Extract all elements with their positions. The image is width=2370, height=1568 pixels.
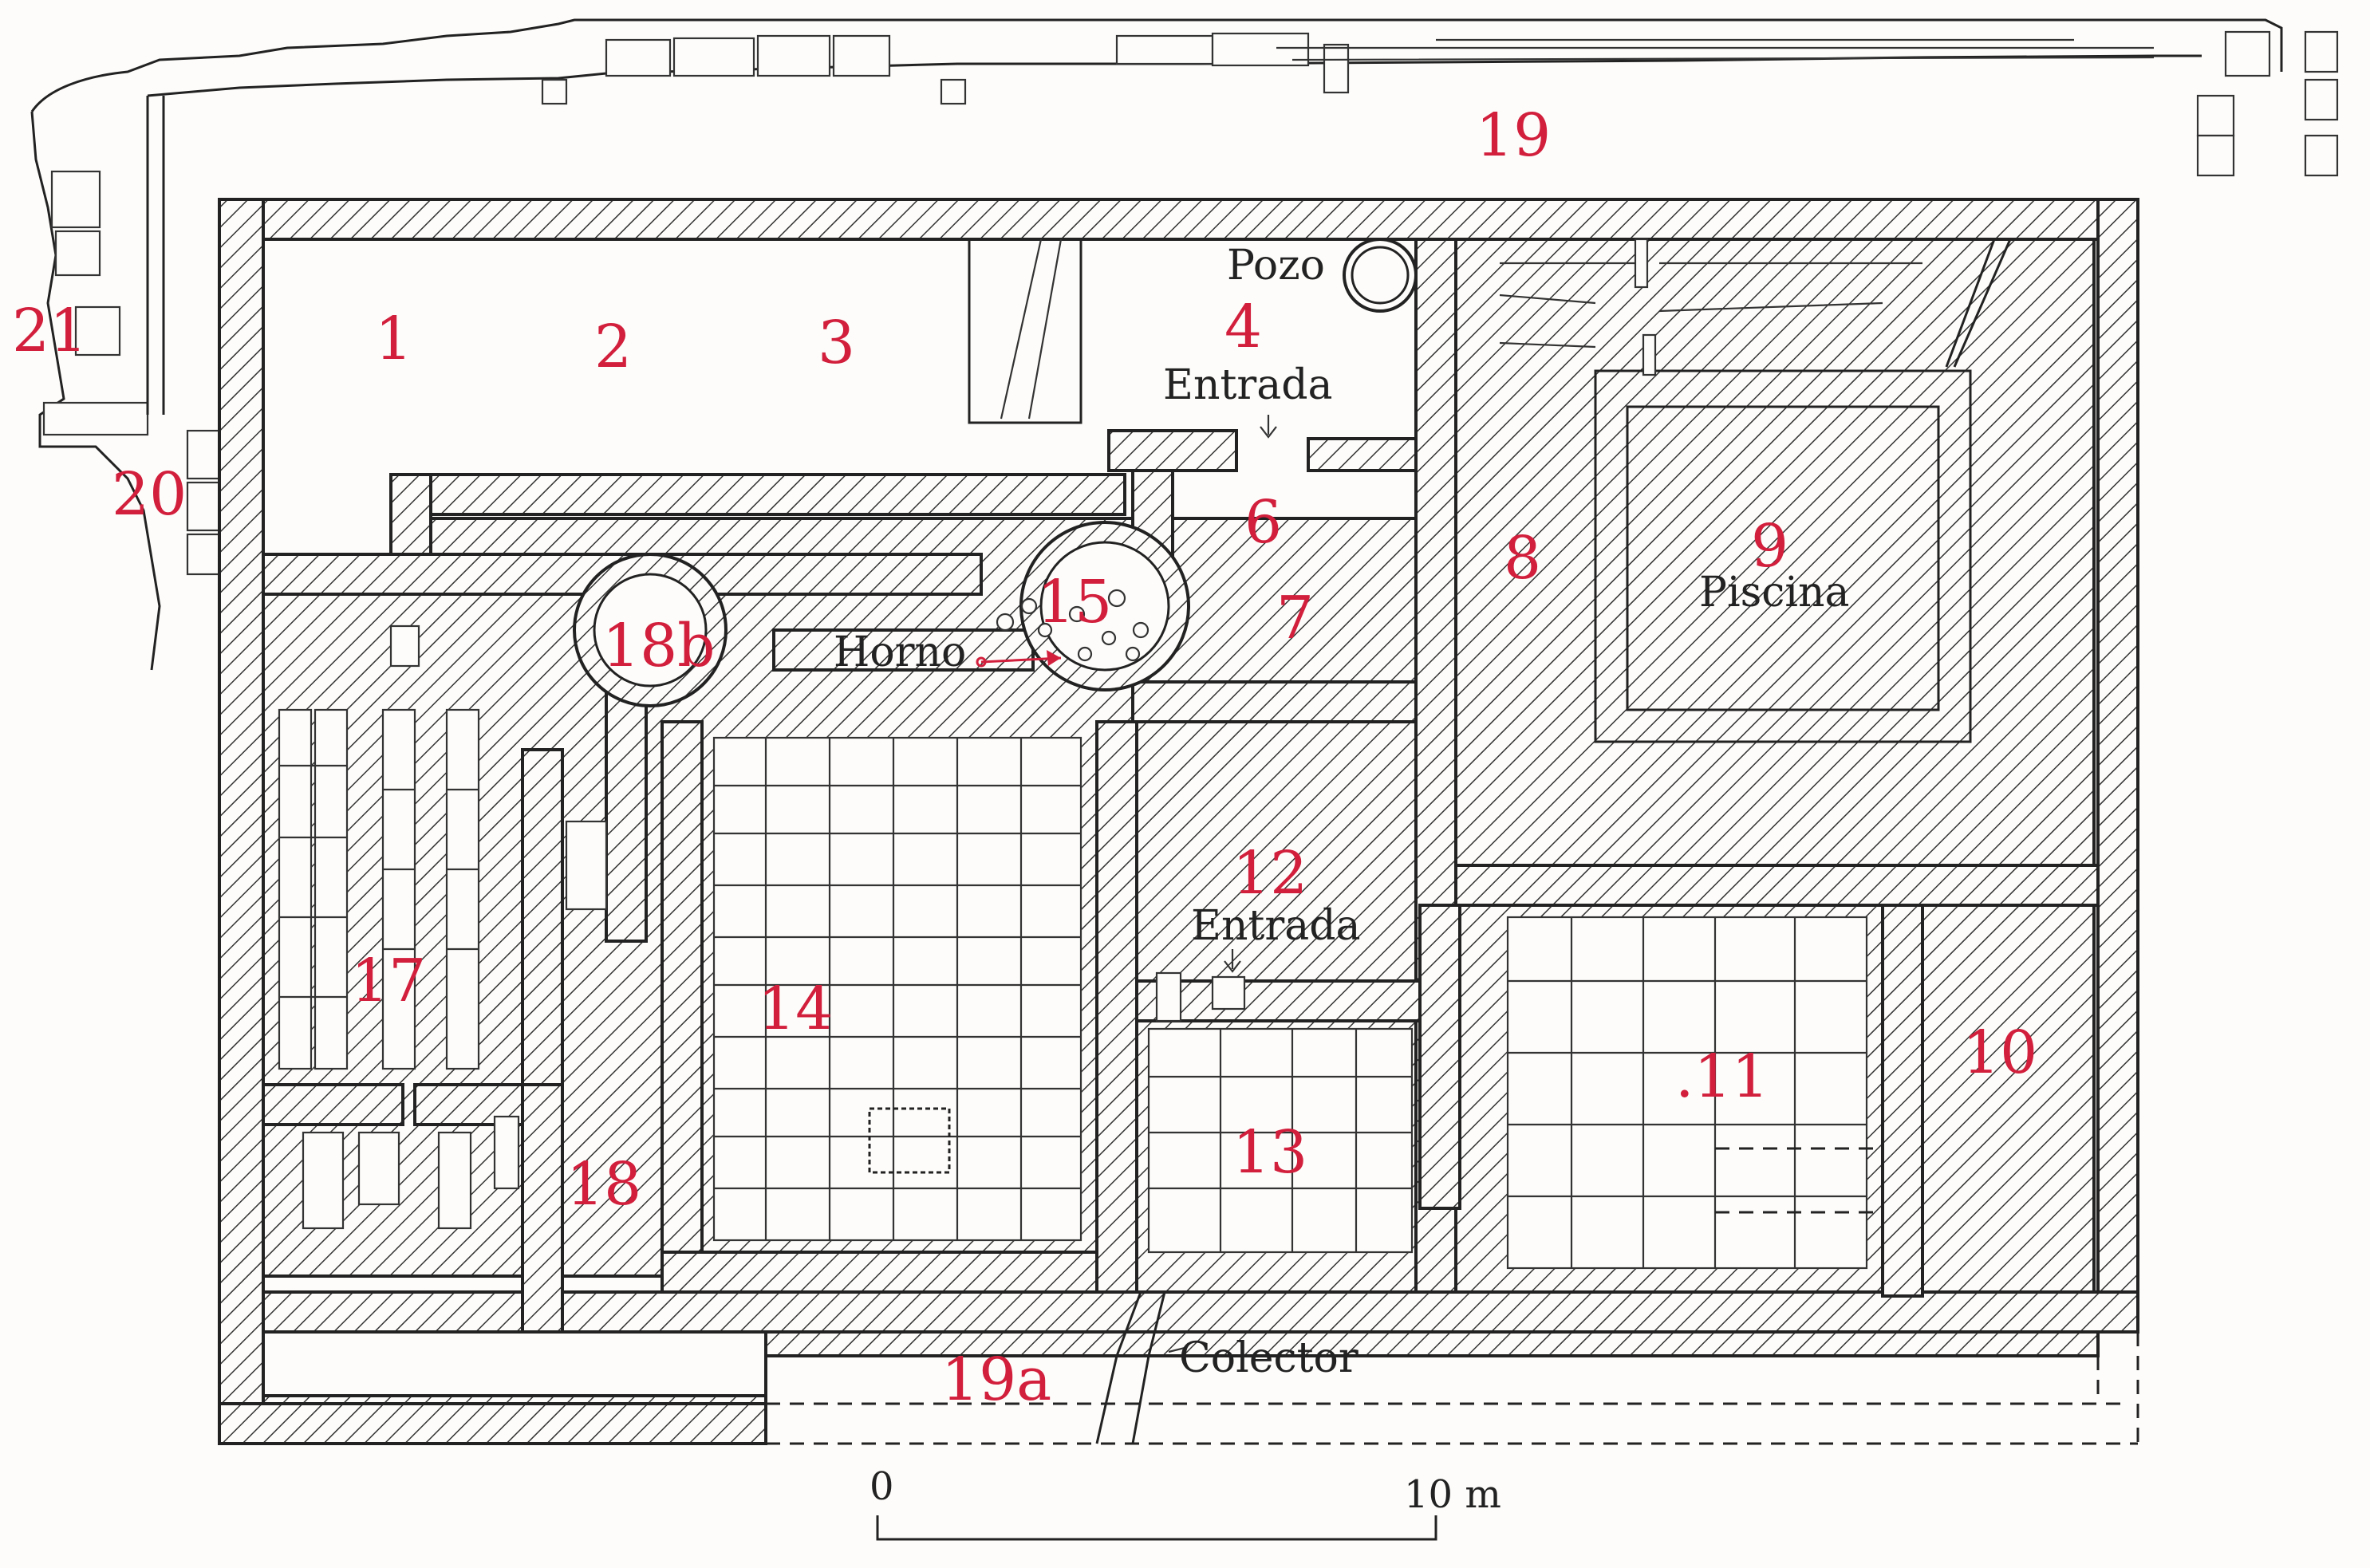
room-18-number: 18 (566, 1150, 641, 1219)
pool (1499, 238, 2012, 743)
room-4-number: 4 (1224, 293, 1262, 361)
room-21-number: 21 (12, 297, 87, 365)
well (1343, 238, 1418, 313)
channel-room-3 (968, 238, 1082, 424)
room-19-number: 19 (1476, 101, 1551, 170)
interior-walls (262, 238, 2100, 1334)
round-structures (573, 521, 1190, 707)
room-11-stones (1506, 916, 1875, 1270)
colector-channel (1095, 1291, 1186, 1444)
room-numbers: 1 2 3 4 6 7 8 9 10 .11 12 13 14 15 17 18… (12, 101, 2037, 1414)
room-12-number: 12 (1232, 839, 1307, 908)
room-19a-number: 19a (941, 1345, 1051, 1414)
room-14-number: 14 (758, 975, 833, 1043)
room-8-number: 8 (1504, 524, 1541, 593)
room-13-number: 13 (1232, 1118, 1307, 1187)
scale-bar (876, 1515, 1437, 1541)
piscina-label: Piscina (1699, 569, 1850, 617)
horno-arrow (976, 650, 1062, 668)
scale-end-label: 10 m (1404, 1472, 1501, 1517)
room-18b-number: 18b (602, 612, 716, 680)
room-13-stones (1147, 971, 1414, 1254)
room-2-number: 2 (594, 313, 632, 381)
horno-label: Horno (834, 628, 966, 676)
plan-labels: Pozo Entrada Entrada Horno Piscina Colec… (834, 242, 1850, 1517)
south-dashed-extension (766, 1332, 2139, 1445)
outer-wall-bands (218, 198, 2139, 1445)
room-7-number: 7 (1276, 584, 1314, 652)
room-6-number: 6 (1244, 488, 1282, 557)
room-11-number: .11 (1675, 1042, 1769, 1111)
north-boundary-wall (30, 18, 2339, 177)
room-15-number: 15 (1037, 568, 1112, 636)
colector-label: Colector (1179, 1334, 1359, 1382)
pozo-label: Pozo (1227, 242, 1325, 290)
room-17-stones (278, 624, 608, 1230)
room-10-number: 10 (1962, 1018, 2037, 1087)
room-17-number: 17 (351, 947, 426, 1015)
entrada-arrows (1224, 415, 1277, 973)
room-1-number: 1 (375, 305, 412, 373)
scale-start-label: 0 (870, 1464, 894, 1509)
room-9-number: 9 (1751, 512, 1788, 581)
room-20-number: 20 (112, 460, 187, 529)
entrada-south-label: Entrada (1191, 902, 1361, 950)
room-3-number: 3 (818, 309, 855, 377)
room-14-stones (712, 736, 1082, 1242)
entrada-north-label: Entrada (1163, 361, 1333, 409)
